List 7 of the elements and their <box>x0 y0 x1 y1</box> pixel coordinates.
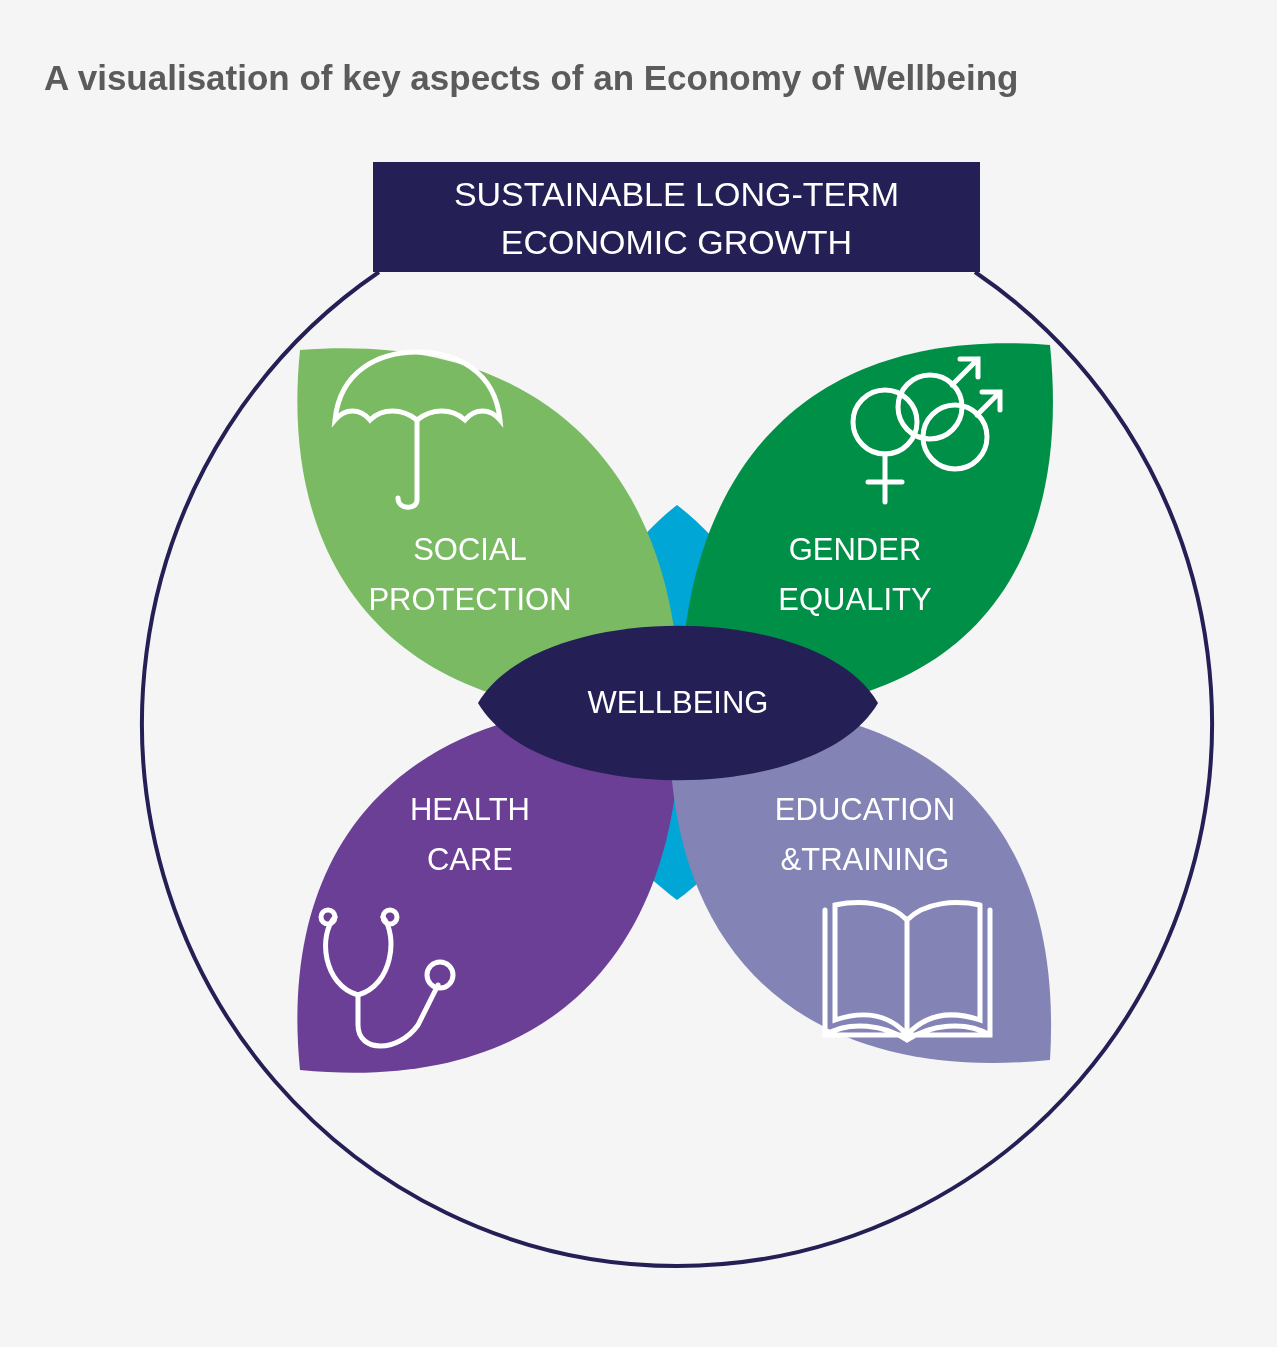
banner: SUSTAINABLE LONG-TERM ECONOMIC GROWTH <box>373 162 980 272</box>
title: A visualisation of key aspects of an Economy of Wellbeing <box>44 58 1019 98</box>
petal-label: SOCIAL PROTECTION <box>367 531 573 619</box>
petal-label: GENDER EQUALITY <box>777 531 933 619</box>
center-label: WELLBEING <box>586 684 770 722</box>
petal-label: EDUCATION &TRAINING <box>773 791 957 879</box>
petal-label: HEALTH CARE <box>409 791 531 879</box>
